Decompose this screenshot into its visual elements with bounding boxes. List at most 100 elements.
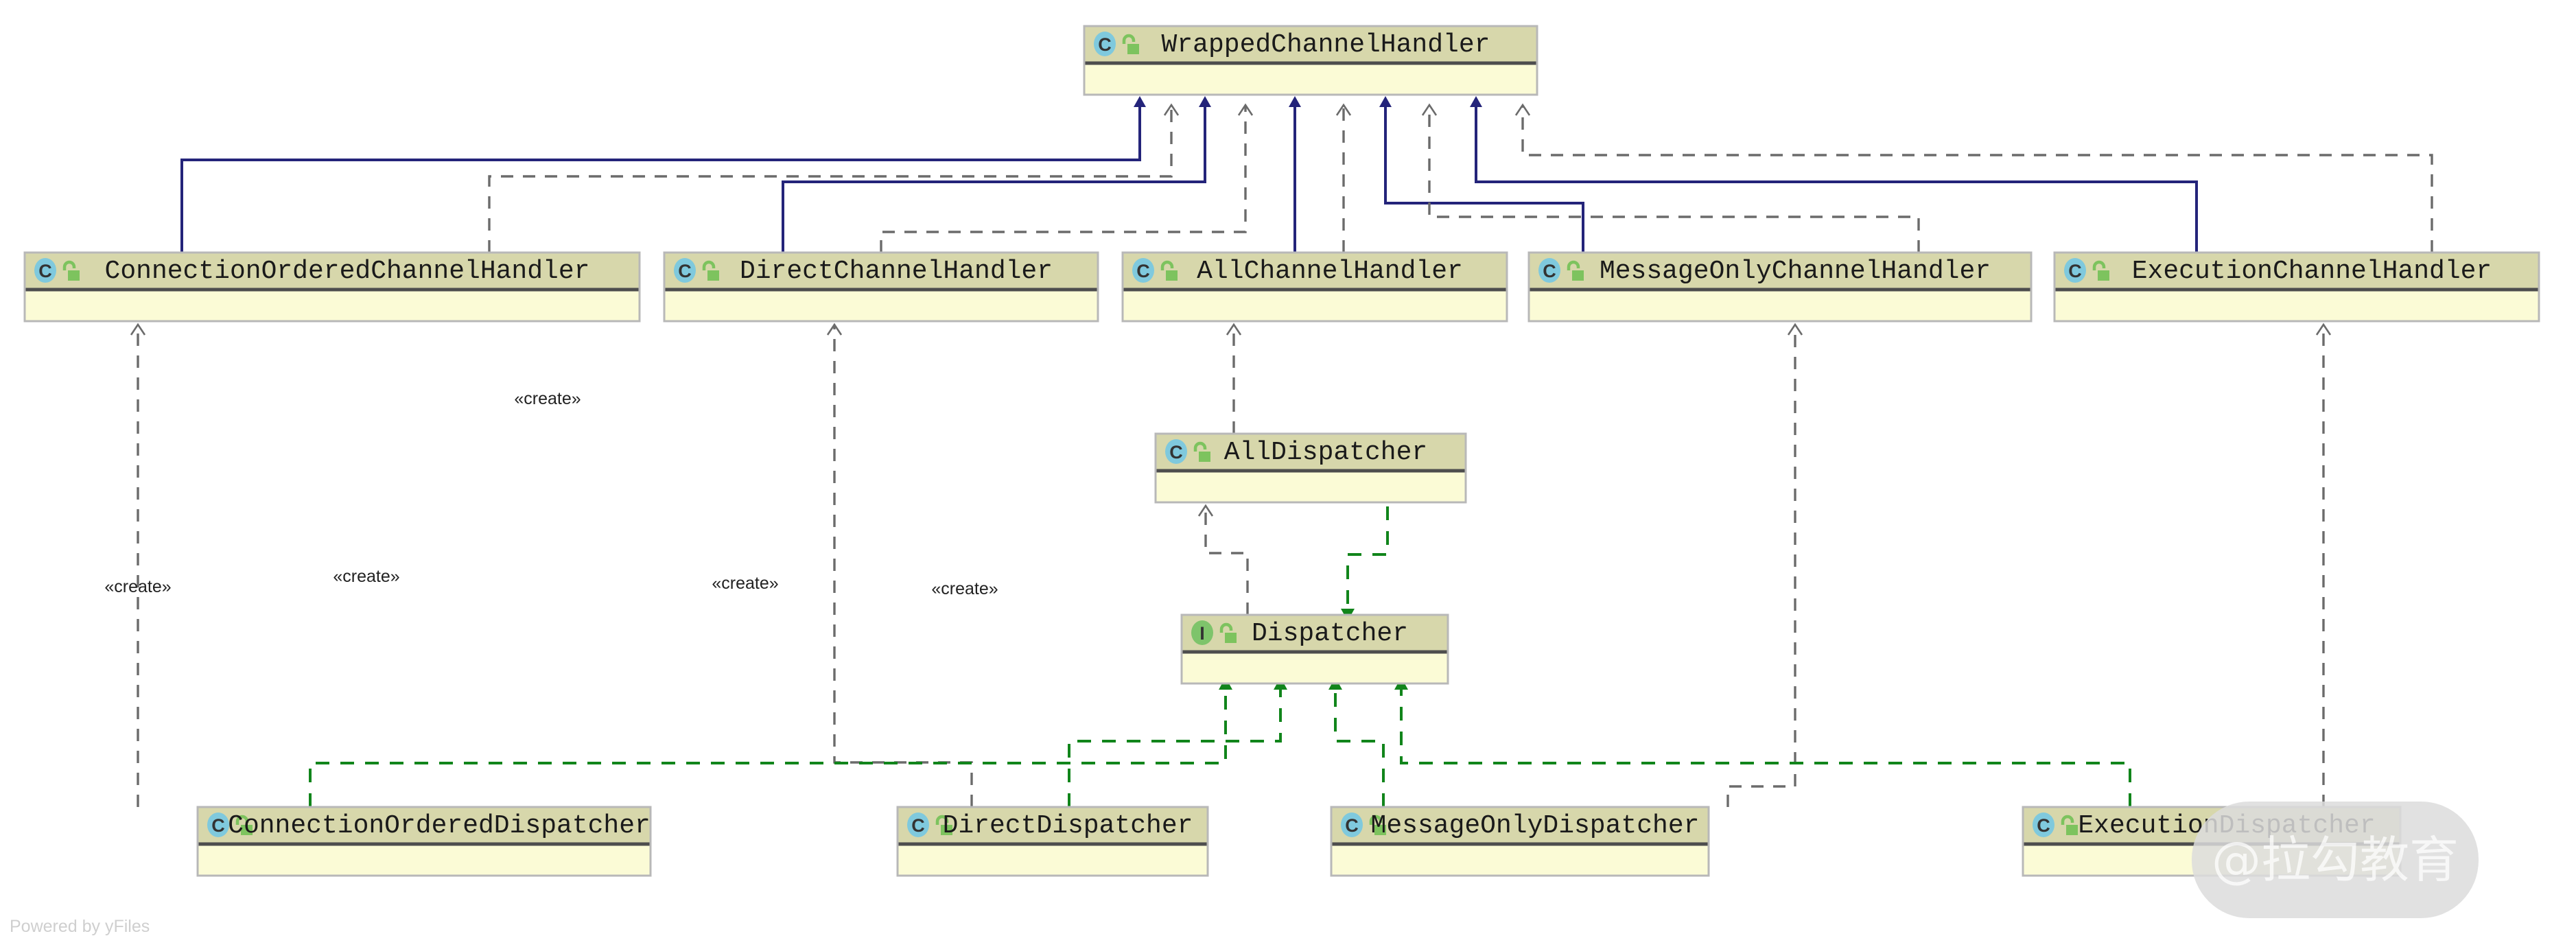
realization-edges: [309, 506, 2131, 807]
node-outline: [1154, 432, 1467, 504]
node-name-label: ConnectionOrderedDispatcher: [228, 811, 651, 841]
node-header: [25, 253, 640, 288]
open-padlock-icon: [1193, 441, 1210, 462]
interface-icon: [1191, 620, 1213, 645]
uml-node-WrappedChannelHandler[interactable]: C WrappedChannelHandler: [1083, 25, 1538, 96]
node-name-label: MessageOnlyChannelHandler: [1600, 257, 1991, 286]
open-padlock-icon: [1567, 260, 1584, 281]
node-name-label: WrappedChannelHandler: [1162, 30, 1490, 60]
edge-dependency-execution: [1514, 103, 2433, 253]
node-kind-glyph: I: [1199, 623, 1205, 644]
node-outline: [663, 251, 1099, 323]
node-name-label: DirectDispatcher: [943, 811, 1193, 841]
node-name-label: ConnectionOrderedChannelHandler: [105, 257, 590, 286]
open-padlock-icon: [2061, 815, 2078, 835]
dependency-edges-top: [488, 103, 2433, 253]
open-padlock-icon: [1160, 260, 1178, 281]
create-stereotype-label: «create»: [712, 574, 778, 593]
node-name-label: AllChannelHandler: [1197, 257, 1463, 286]
node-header: [1331, 807, 1709, 843]
node-outline: [196, 806, 652, 877]
node-outline: [1527, 251, 2033, 323]
watermark-text: @拉勾教育: [2212, 831, 2459, 889]
edge-dependency-messageonly: [1421, 103, 1920, 253]
node-outline: [1180, 613, 1449, 685]
edge-realization-direct: [1068, 677, 1287, 807]
uml-node-ConnectionOrderedChannelHandler[interactable]: C ConnectionOrderedChannelHandler: [23, 251, 641, 323]
node-kind-glyph: C: [211, 815, 225, 836]
node-outline: [1330, 806, 1710, 877]
node-kind-glyph: C: [2068, 261, 2082, 281]
uml-node-DirectChannelHandler[interactable]: C DirectChannelHandler: [663, 251, 1099, 323]
edge-generalization-messageonly: [1379, 96, 1584, 253]
uml-node-DirectDispatcher[interactable]: C DirectDispatcher: [896, 806, 1209, 877]
class-icon: [207, 812, 229, 837]
open-padlock-icon: [935, 815, 952, 835]
class-icon: [674, 258, 696, 283]
uml-node-AllDispatcher[interactable]: C AllDispatcher: [1154, 432, 1467, 504]
node-outline: [896, 806, 1209, 877]
edge-generalization-execution: [1470, 96, 2198, 253]
node-kind-glyph: C: [1136, 261, 1150, 281]
edge-generalization-direct: [782, 96, 1211, 253]
node-outline: [1121, 251, 1508, 323]
class-icon: [1341, 812, 1363, 837]
class-icon: [1165, 439, 1187, 464]
node-header: [198, 807, 651, 843]
edge-create-direct: [826, 323, 973, 807]
node-kind-glyph: C: [1169, 442, 1183, 463]
class-icon: [34, 258, 56, 283]
open-padlock-icon: [2092, 260, 2109, 281]
uml-node-ExecutionChannelHandler[interactable]: C ExecutionChannelHandler: [2053, 251, 2540, 323]
node-name-label: ExecutionChannelHandler: [2132, 257, 2492, 286]
node-outline: [1083, 25, 1538, 96]
node-kind-glyph: C: [678, 261, 692, 281]
class-icon: [2033, 812, 2054, 837]
edge-dependency-dispatcher-alldispatcher: [1197, 504, 1249, 615]
open-padlock-icon: [1219, 622, 1237, 643]
edge-realization-messageonly: [1328, 677, 1385, 807]
open-padlock-icon: [702, 260, 719, 281]
edge-dependency-connectionordered: [488, 103, 1180, 253]
class-icon: [1094, 32, 1116, 56]
node-name-label: Dispatcher: [1252, 619, 1408, 648]
generalization-edges: [180, 96, 2198, 253]
node-header: [1084, 26, 1537, 62]
edge-dependency-direct: [880, 103, 1254, 253]
create-stereotype-label: «create»: [104, 577, 171, 596]
create-stereotype-labels: «create» «create» «create» «create» «create»: [104, 389, 998, 598]
powered-by-yfiles-credit: Powered by yFiles: [10, 917, 150, 936]
open-padlock-icon: [1369, 815, 1386, 835]
node-header: [664, 253, 1098, 288]
node-kind-glyph: C: [38, 261, 52, 281]
class-icon: [1132, 258, 1154, 283]
edge-realization-connectionordered: [309, 677, 1232, 807]
node-kind-glyph: C: [911, 815, 925, 836]
node-outline: [23, 251, 641, 323]
open-padlock-icon: [1122, 34, 1139, 54]
node-kind-glyph: C: [1345, 815, 1359, 836]
class-icon: [1538, 258, 1560, 283]
node-kind-glyph: C: [2037, 815, 2050, 836]
node-header: [1529, 253, 2031, 288]
create-stereotype-label: «create»: [931, 579, 998, 598]
create-dependency-edges: [130, 323, 2332, 807]
uml-node-AllChannelHandler[interactable]: C AllChannelHandler: [1121, 251, 1508, 323]
node-kind-glyph: C: [1098, 34, 1112, 55]
node-header: [2054, 253, 2539, 288]
node-name-label: DirectChannelHandler: [740, 257, 1053, 286]
edge-create-messageonly: [1726, 323, 1803, 807]
uml-node-Dispatcher[interactable]: I Dispatcher: [1180, 613, 1449, 685]
create-stereotype-label: «create»: [514, 389, 581, 408]
watermark: @拉勾教育: [2192, 802, 2479, 918]
open-padlock-icon: [235, 815, 253, 835]
node-name-label: AllDispatcher: [1224, 438, 1427, 467]
create-stereotype-label: «create»: [333, 567, 399, 586]
